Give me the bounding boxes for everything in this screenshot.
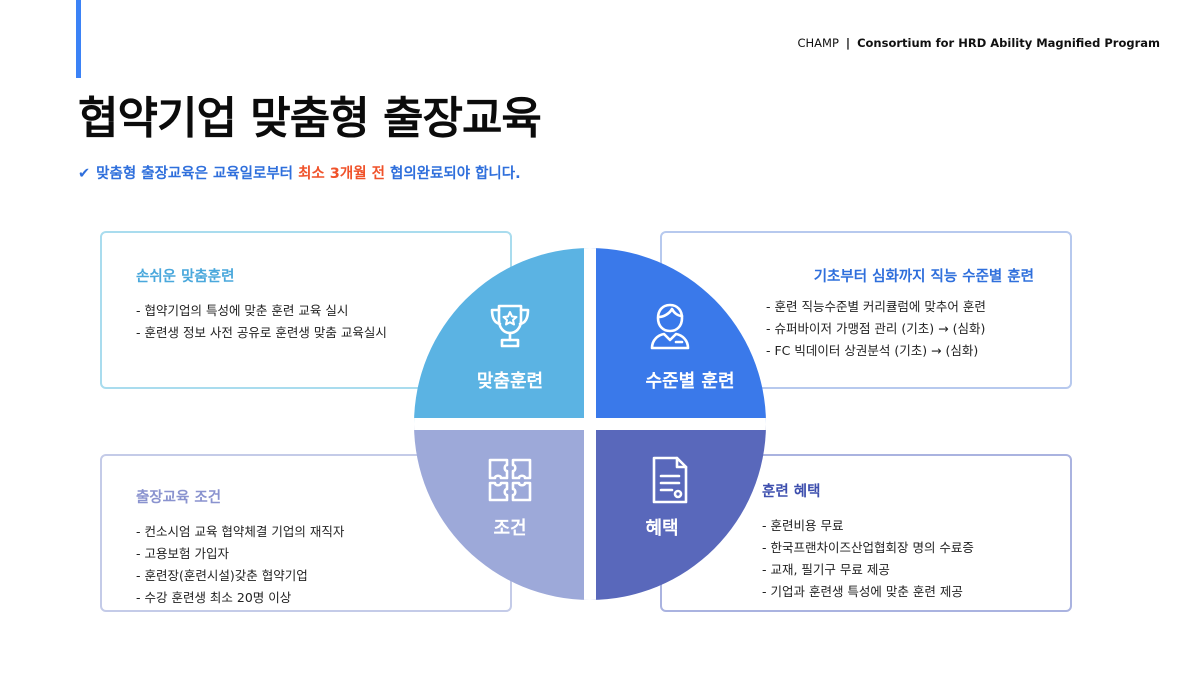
check-icon: ✔ — [78, 166, 91, 182]
brand-full-name: Consortium for HRD Ability Magnified Pro… — [857, 36, 1160, 50]
card-list: - 협약기업의 특성에 맞춘 훈련 교육 실시 - 훈련생 정보 사전 공유로 … — [136, 300, 510, 344]
puzzle-icon — [488, 458, 532, 502]
card-title: 기초부터 심화까지 직능 수준별 훈련 — [813, 269, 1034, 285]
list-item: - 컨소시엄 교육 협약체결 기업의 재직자 — [136, 524, 345, 539]
quadrant-label: 혜택 — [645, 518, 679, 539]
quadrant-conditions — [414, 424, 590, 600]
brand-header: CHAMP | Consortium for HRD Ability Magnifi… — [797, 36, 1160, 50]
document-icon — [652, 456, 688, 504]
trophy-icon — [490, 304, 530, 348]
list-item: - 슈퍼바이저 가맹점 관리 (기초) → (심화) — [766, 321, 986, 336]
person-icon — [650, 303, 690, 350]
list-item: - 훈련생 정보 사전 공유로 훈련생 맞춤 교육실시 — [136, 325, 387, 340]
card-list: - 훈련 직능수준별 커리큘럼에 맞추어 훈련 - 슈퍼바이저 가맹점 관리 (… — [662, 296, 1034, 362]
card-title: 손쉬운 맞춤훈련 — [136, 269, 235, 285]
list-item: - 한국프랜차이즈산업협회장 명의 수료증 — [762, 540, 974, 555]
page-title: 협약기업 맞춤형 출장교육 — [78, 93, 542, 144]
quadrant-circle: 맞춤훈련 수준별 훈련 조건 혜택 — [414, 248, 766, 600]
list-item: - 수강 훈련생 최소 20명 이상 — [136, 590, 292, 605]
list-item: - 훈련장(훈련시설)갖춘 협약기업 — [136, 568, 308, 583]
quadrant-custom-training — [414, 248, 590, 424]
notice-text-after: 협의완료되야 합니다. — [384, 166, 521, 182]
list-item: - 교재, 필기구 무료 제공 — [762, 562, 890, 577]
quadrant-divider-horizontal — [414, 418, 766, 430]
notice-line: ✔ 맞춤형 출장교육은 교육일로부터 최소 3개월 전 협의완료되야 합니다. — [78, 162, 521, 183]
list-item: - 훈련 직능수준별 커리큘럼에 맞추어 훈련 — [766, 299, 986, 314]
quadrant-benefits — [590, 424, 766, 600]
brand-short: CHAMP — [797, 36, 839, 50]
list-item: - 기업과 훈련생 특성에 맞춘 훈련 제공 — [762, 584, 963, 599]
accent-bar — [76, 0, 81, 78]
quadrant-label: 수준별 훈련 — [645, 371, 735, 392]
quadrant-level-training — [590, 248, 766, 424]
notice-highlight: 최소 3개월 전 — [298, 166, 385, 182]
notice-text-before: 맞춤형 출장교육은 교육일로부터 — [96, 166, 299, 182]
quadrant-label: 조건 — [493, 518, 527, 539]
card-title: 훈련 혜택 — [762, 484, 821, 500]
card-list: - 훈련비용 무료 - 한국프랜차이즈산업협회장 명의 수료증 - 교재, 필기… — [762, 515, 1070, 603]
list-item: - 협약기업의 특성에 맞춘 훈련 교육 실시 — [136, 303, 349, 318]
card-title: 출장교육 조건 — [136, 490, 222, 506]
list-item: - FC 빅데이터 상권분석 (기초) → (심화) — [766, 343, 979, 358]
quadrant-label: 맞춤훈련 — [476, 371, 544, 392]
brand-separator: | — [845, 36, 851, 50]
list-item: - 고용보험 가입자 — [136, 546, 229, 561]
card-list: - 컨소시엄 교육 협약체결 기업의 재직자 - 고용보험 가입자 - 훈련장(… — [136, 521, 510, 609]
quadrant-shapes — [414, 248, 766, 600]
list-item: - 훈련비용 무료 — [762, 518, 844, 533]
